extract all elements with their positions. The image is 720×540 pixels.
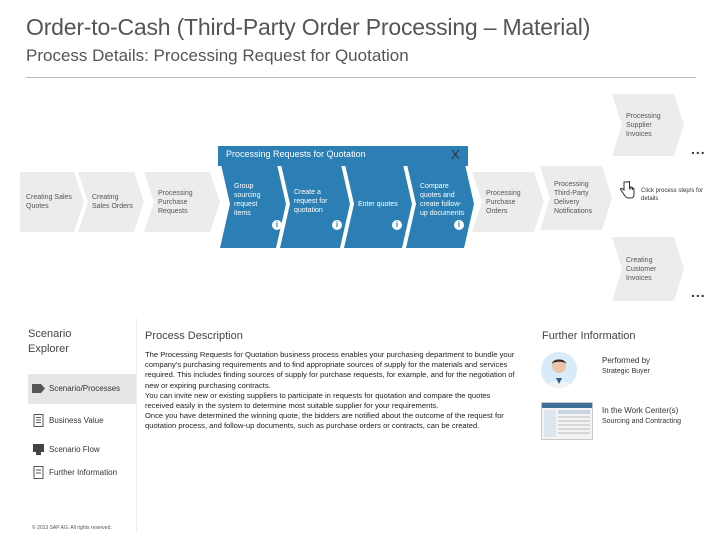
step-creating-customer-invoices[interactable]: Creating Customer Invoices [612,237,684,301]
substep-compare-quotes[interactable]: Compare quotes and create follow-up docu… [406,160,474,248]
expanded-step-label: Processing Requests for Quotation [226,149,366,159]
step-creating-sales-quotes[interactable]: Creating Sales Quotes [20,172,84,232]
substep-label: Group sourcing request items [234,183,261,217]
selected-tab-highlight [28,374,136,404]
info-icon[interactable]: i [454,220,464,230]
ellipsis-top: ... [691,141,706,157]
ellipsis-bottom: ... [691,284,706,300]
step-processing-purchase-requests[interactable]: Processing Purchase Requests [144,172,220,232]
substep-label: Enter quotes [358,201,398,208]
page-title: Order-to-Cash (Third-Party Order Process… [26,14,591,40]
title-divider [26,77,696,78]
info-document-icon [33,466,44,479]
avatar [541,352,577,388]
info-icon[interactable]: i [332,220,342,230]
copyright: © 2013 SAP AG. All rights reserved. [32,525,112,531]
substep-enter-quotes[interactable]: Enter quotes i [344,160,412,248]
process-description-title: Process Description [145,330,243,342]
step-label: Creating Customer Invoices [626,256,657,282]
info-icon[interactable]: i [272,220,282,230]
close-expanded-icon[interactable]: X [451,147,460,162]
nav-label: Further Information [49,468,118,477]
step-label: Creating Sales Quotes [26,194,72,210]
nav-label: Scenario Flow [49,445,100,454]
work-center-value: Sourcing and Contracting [602,418,681,425]
substep-group-sourcing[interactable]: Group sourcing request items i [220,160,286,248]
work-center-label: In the Work Center(s) [602,406,679,415]
step-processing-delivery-notifications[interactable]: Processing Third-Party Delivery Notifica… [540,166,612,230]
person-icon [541,352,577,388]
process-description-text: The Processing Requests for Quotation bu… [145,350,515,431]
substep-label: Create a request for quotation [294,189,328,214]
flow-icon [33,444,44,455]
step-creating-sales-orders[interactable]: Creating Sales Orders [78,172,144,232]
step-label: Processing Purchase Orders [486,189,521,215]
step-label: Processing Purchase Requests [158,189,193,215]
substep-create-rfq[interactable]: Create a request for quotation i [280,160,350,248]
substep-label: Compare quotes and create follow-up docu… [420,183,464,217]
page-subtitle: Process Details: Processing Request for … [26,46,409,65]
pointer-hand-icon [620,181,635,199]
further-information-title: Further Information [542,330,636,342]
section-divider [136,318,137,533]
step-label: Creating Sales Orders [92,194,133,210]
process-chain-icon [32,384,45,393]
nav-label: Scenario/Processes [49,384,121,393]
work-center-thumbnail [541,402,593,440]
click-hint: Click process step/s for details [641,188,704,202]
step-processing-purchase-orders[interactable]: Processing Purchase Orders [472,172,544,232]
step-processing-supplier-invoices[interactable]: Processing Supplier Invoices [612,94,684,156]
nav-label: Business Value [49,416,104,425]
step-label: Processing Third-Party Delivery Notifica… [554,181,593,215]
performed-by-label: Performed by [602,356,651,365]
nav-business-value[interactable]: Business Value [32,414,104,427]
screenshot-thumbnail-icon [542,403,592,437]
document-icon [33,414,44,427]
performed-by-value: Strategic Buyer [602,368,650,375]
nav-scenario-flow[interactable]: Scenario Flow [32,443,100,456]
nav-scenario-processes[interactable]: Scenario/Processes [32,382,120,395]
step-label: Processing Supplier Invoices [626,112,661,138]
nav-further-information[interactable]: Further Information [32,466,117,479]
scenario-explorer-title: Scenario Explorer [28,328,72,355]
info-icon[interactable]: i [392,220,402,230]
